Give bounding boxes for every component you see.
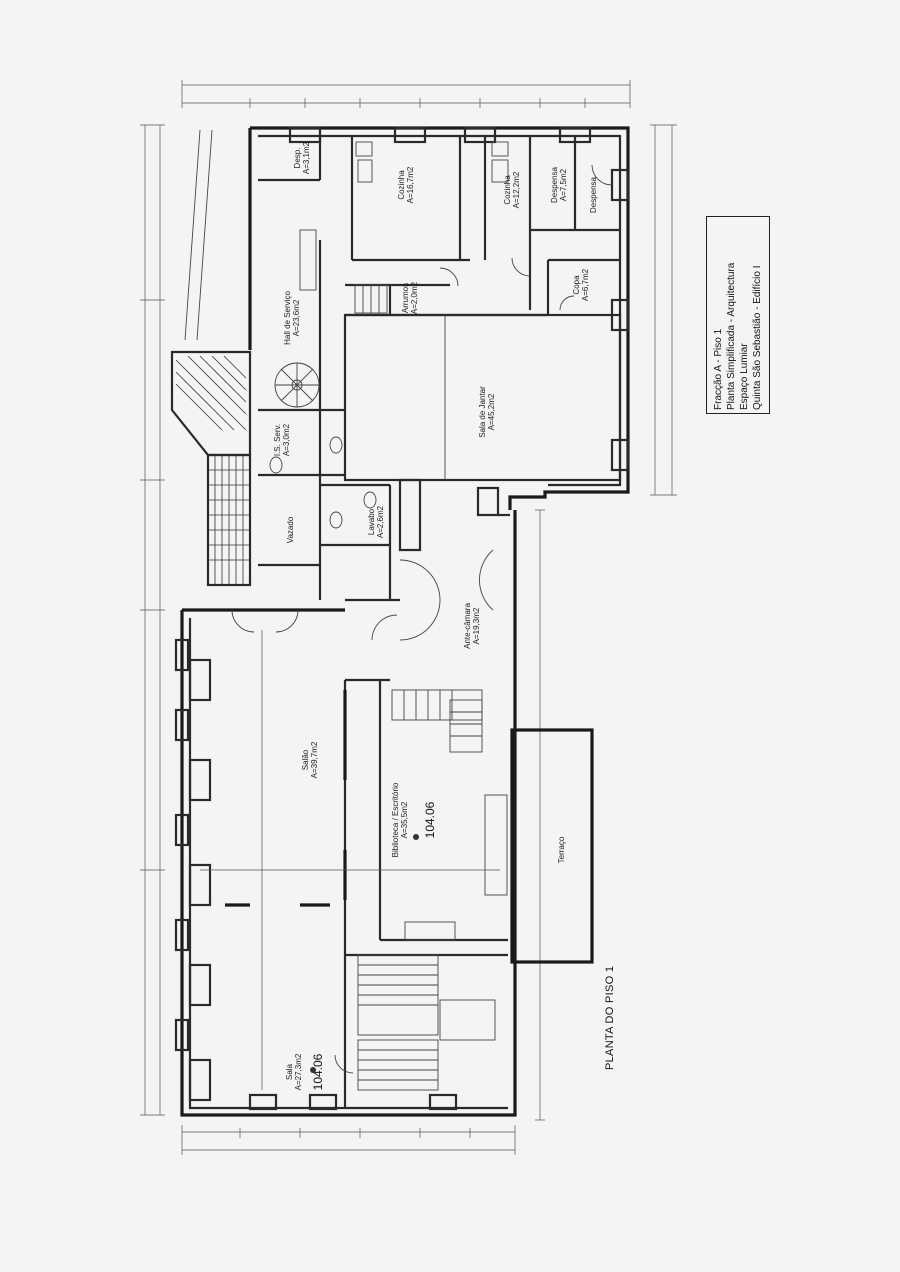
external-stair	[170, 350, 252, 587]
room-desp: Desp. A=3,1m2	[293, 141, 311, 174]
svg-text:A=19,3m2: A=19,3m2	[472, 607, 481, 644]
svg-text:Hall de Serviço: Hall de Serviço	[283, 291, 292, 345]
room-despensa-1: Despensa A=7,5m2	[550, 166, 568, 203]
svg-text:Vazado: Vazado	[286, 516, 295, 543]
partitions	[200, 136, 622, 1108]
title-block-text: Fracção A - Piso 1 Planta Simplificada -…	[712, 220, 764, 410]
svg-text:A=23,6m2: A=23,6m2	[292, 299, 301, 336]
svg-text:Sala: Sala	[285, 1063, 294, 1080]
svg-text:Cozinha: Cozinha	[397, 170, 406, 200]
svg-text:Biblioteca / Escritório: Biblioteca / Escritório	[391, 782, 400, 857]
doors	[231, 164, 613, 1074]
svg-text:A=3,1m2: A=3,1m2	[302, 141, 311, 174]
svg-text:A=45,2m2: A=45,2m2	[487, 393, 496, 430]
walls	[174, 126, 630, 1117]
title-line-4: Quinta São Sebastião - Edifício I	[752, 265, 763, 410]
svg-text:I.S. Serv.: I.S. Serv.	[273, 424, 282, 456]
title-line-1: Fracção A - Piso 1	[713, 328, 724, 410]
svg-text:A=2,6m2: A=2,6m2	[376, 505, 385, 538]
title-line-2: Planta Simplificada - Arquitectura	[726, 262, 737, 410]
dimension-lines	[140, 80, 677, 1155]
title-line-3: Espaço Lumiar	[739, 343, 750, 410]
svg-text:A=39,7m2: A=39,7m2	[310, 741, 319, 778]
room-cozinha-2: Cozinha A=12,2m2	[503, 171, 521, 208]
fixtures	[269, 141, 509, 529]
room-cozinha-1: Cozinha A=16,7m2	[397, 166, 415, 203]
svg-text:A=27,3m2: A=27,3m2	[294, 1053, 303, 1090]
room-ante-camara: Ante-câmara A=19,3m2	[463, 603, 481, 649]
svg-text:Ante-câmara: Ante-câmara	[463, 603, 472, 649]
title-block: Fracção A - Piso 1 Planta Simplificada -…	[706, 216, 770, 414]
svg-text:A=35,5m2: A=35,5m2	[400, 801, 409, 838]
svg-text:Lavabo: Lavabo	[367, 508, 376, 535]
svg-text:Copa: Copa	[572, 275, 581, 295]
room-sala-jantar: Sala de Jantar A=45,2m2	[478, 386, 496, 438]
room-terraco: Terraço	[557, 836, 566, 863]
svg-text:Cozinha: Cozinha	[503, 175, 512, 205]
room-marker-icon	[413, 834, 419, 840]
svg-text:Despensa: Despensa	[550, 166, 559, 203]
room-marker-icon	[310, 1067, 316, 1073]
svg-text:A=7,5m2: A=7,5m2	[559, 168, 568, 201]
svg-text:A=12,2m2: A=12,2m2	[512, 171, 521, 208]
svg-text:A=2,0m2: A=2,0m2	[410, 281, 419, 314]
svg-text:104.06: 104.06	[423, 801, 437, 838]
svg-text:Desp.: Desp.	[293, 148, 302, 169]
svg-text:A=16,7m2: A=16,7m2	[406, 166, 415, 203]
room-is-serv: I.S. Serv. A=3,0m2	[273, 423, 291, 456]
room-labels: Desp. A=3,1m2 Cozinha A=16,7m2 Cozinha A…	[273, 141, 598, 1090]
room-vazado: Vazado	[286, 516, 295, 543]
room-biblioteca: Biblioteca / Escritório A=35,5m2 104.06	[391, 782, 437, 857]
svg-text:Sala de Jantar: Sala de Jantar	[478, 386, 487, 438]
plan-caption: PLANTA DO PISO 1	[604, 965, 616, 1070]
svg-text:A=3,0m2: A=3,0m2	[282, 423, 291, 456]
svg-text:104.06: 104.06	[311, 1053, 325, 1090]
svg-text:Salão: Salão	[301, 749, 310, 770]
room-despensa-2: Despensa	[589, 176, 598, 213]
svg-text:Terraço: Terraço	[557, 836, 566, 863]
svg-text:A=6,7m2: A=6,7m2	[581, 268, 590, 301]
svg-text:Despensa: Despensa	[589, 176, 598, 213]
room-sala: Sala A=27,3m2 104.06	[285, 1053, 325, 1090]
room-hall-servico: Hall de Serviço A=23,6m2	[283, 291, 301, 345]
room-lavabo: Lavabo A=2,6m2	[367, 505, 385, 538]
room-arrumos: Arrumos A=2,0m2	[401, 281, 419, 314]
room-salao: Salão A=39,7m2	[301, 741, 319, 778]
svg-text:Arrumos: Arrumos	[401, 283, 410, 313]
room-copa: Copa A=6,7m2	[572, 268, 590, 301]
